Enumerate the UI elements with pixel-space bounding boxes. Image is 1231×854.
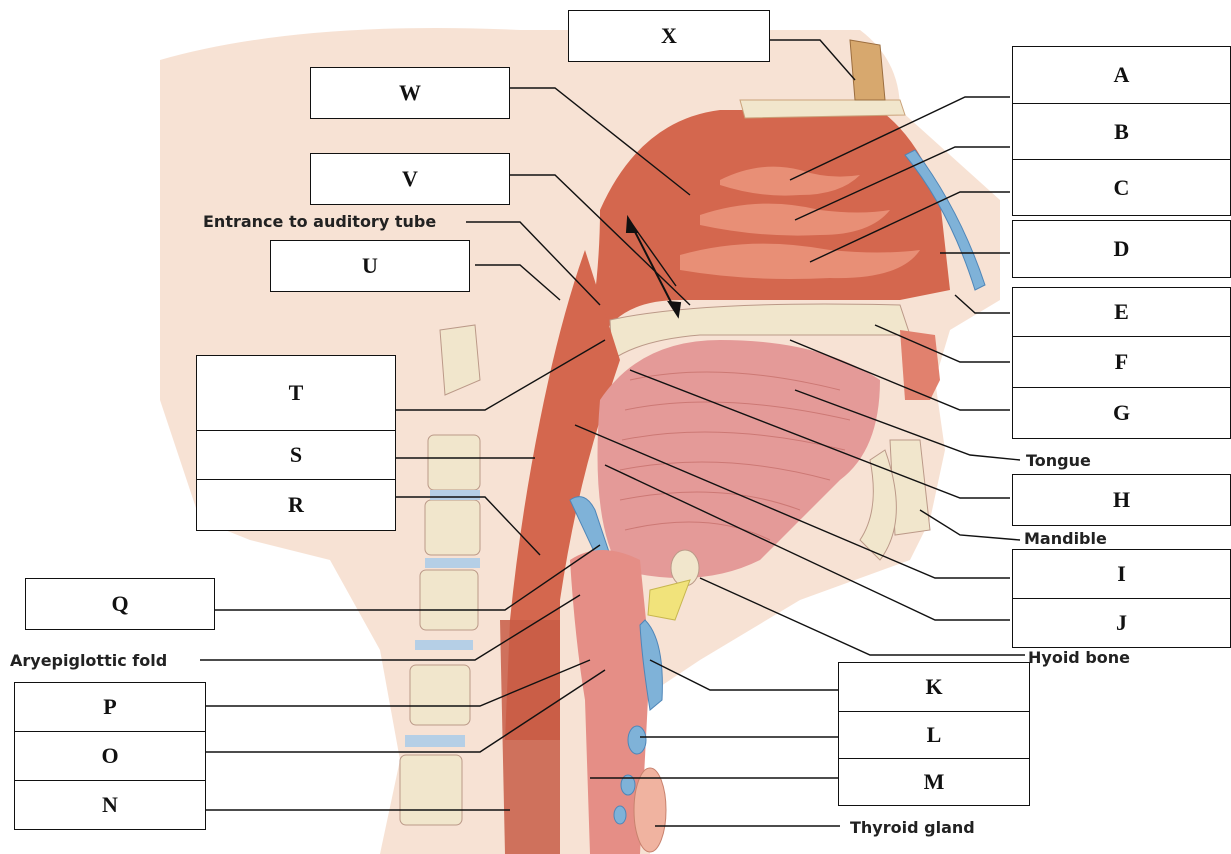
label-hyoid-bone: Hyoid bone [1028, 648, 1130, 667]
disc-2 [425, 558, 480, 568]
vertebra-2 [428, 435, 480, 490]
label-box-f[interactable]: F [1012, 336, 1231, 388]
label-box-r[interactable]: R [196, 479, 396, 531]
label-box-h[interactable]: H [1012, 474, 1231, 526]
label-auditory-tube: Entrance to auditory tube [203, 212, 436, 231]
label-box-g[interactable]: G [1012, 387, 1231, 439]
crista-bone [850, 40, 885, 100]
esophagus [500, 620, 560, 854]
label-box-u[interactable]: U [270, 240, 470, 292]
label-box-v[interactable]: V [310, 153, 510, 205]
label-box-n[interactable]: N [14, 780, 206, 830]
vertebra-4 [420, 570, 478, 630]
label-box-i[interactable]: I [1012, 549, 1231, 599]
label-box-l[interactable]: L [838, 711, 1030, 759]
label-box-w[interactable]: W [310, 67, 510, 119]
label-box-b[interactable]: B [1012, 103, 1231, 160]
label-box-m[interactable]: M [838, 758, 1030, 806]
label-thyroid-gland: Thyroid gland [850, 818, 975, 837]
cricoid [628, 726, 646, 754]
label-box-p[interactable]: P [14, 682, 206, 732]
label-box-c[interactable]: C [1012, 159, 1231, 216]
vertebra-6 [400, 755, 462, 825]
disc-3 [415, 640, 473, 650]
disc-4 [405, 735, 465, 747]
label-box-t[interactable]: T [196, 355, 396, 431]
hyoid [671, 550, 699, 586]
tracheal-ring-2 [614, 806, 626, 824]
label-box-j[interactable]: J [1012, 598, 1231, 648]
label-box-q[interactable]: Q [25, 578, 215, 630]
thyroid [634, 768, 666, 852]
vertebra-5 [410, 665, 470, 725]
label-aryepiglottic-fold: Aryepiglottic fold [10, 651, 167, 670]
disc-1 [430, 490, 480, 500]
label-box-x[interactable]: X [568, 10, 770, 62]
vertebra-3 [425, 500, 480, 555]
label-box-k[interactable]: K [838, 662, 1030, 712]
label-box-s[interactable]: S [196, 430, 396, 480]
label-box-o[interactable]: O [14, 731, 206, 781]
label-box-a[interactable]: A [1012, 46, 1231, 104]
label-tongue: Tongue [1026, 451, 1091, 470]
frontal-sinus-bone [740, 100, 905, 118]
label-box-d[interactable]: D [1012, 220, 1231, 278]
label-box-e[interactable]: E [1012, 287, 1231, 337]
lips [900, 330, 940, 400]
